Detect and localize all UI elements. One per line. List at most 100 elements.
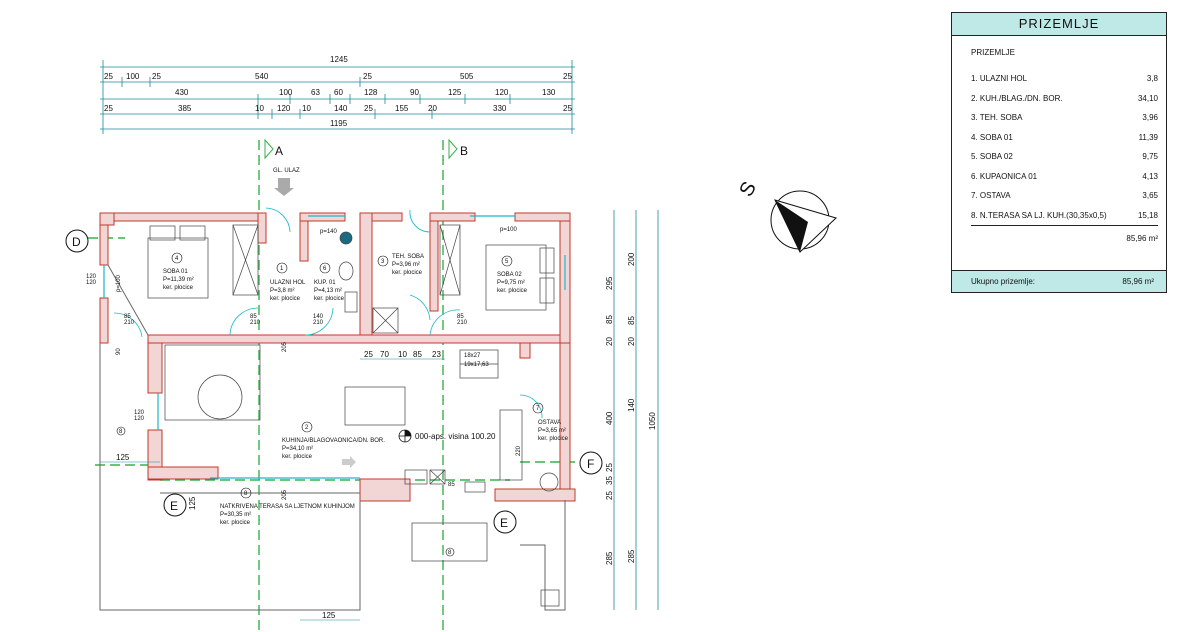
svg-text:210: 210 — [313, 320, 324, 326]
furniture — [147, 224, 560, 607]
svg-text:4: 4 — [175, 256, 179, 262]
svg-text:120: 120 — [134, 416, 145, 422]
dim-right-2: 85 — [605, 315, 614, 324]
room-teh-soba: 3 TEH. SOBA P=3,96 m² ker. plocice — [377, 254, 424, 276]
dim-right-1: 20 — [605, 337, 614, 346]
svg-text:120: 120 — [86, 274, 97, 280]
axis-d: D — [72, 235, 81, 249]
dim-r3-3: 120 — [277, 104, 291, 113]
room-soba-02: 5 SOBA 02 P=9,75 m² ker. plocice — [497, 255, 528, 294]
svg-text:8: 8 — [244, 491, 248, 497]
svg-text:P=4,13 m²: P=4,13 m² — [314, 288, 342, 294]
dim-right-8: 285 — [605, 551, 614, 565]
room-ostava: 7 OSTAVA P=3,65 m² ker. plocice — [532, 402, 569, 442]
svg-text:7: 7 — [536, 406, 540, 412]
dim-r2-0: 430 — [175, 88, 189, 97]
svg-text:P=3,65 m²: P=3,65 m² — [538, 428, 566, 434]
windows — [103, 215, 566, 479]
svg-text:85: 85 — [250, 314, 257, 320]
svg-text:10: 10 — [398, 350, 407, 359]
dim-right-7: 25 — [605, 463, 614, 472]
svg-text:210: 210 — [457, 320, 468, 326]
top-dimension-texts: 1245 25 100 25 540 25 505 25 430 100 63 … — [104, 55, 572, 128]
room-soba-01: 4 SOBA 01 P=11,39 m² ker. plocice — [163, 252, 194, 291]
svg-text:p=100: p=100 — [116, 274, 122, 292]
dim-r2-5: 90 — [410, 88, 419, 97]
legend-row: 2. KUH./BLAG./DN. BOR.34,10 — [971, 93, 1158, 103]
svg-text:85: 85 — [124, 314, 131, 320]
svg-text:ker. plocice: ker. plocice — [282, 454, 313, 460]
svg-text:210: 210 — [250, 320, 261, 326]
dim-right-4: 400 — [605, 411, 614, 425]
svg-text:8: 8 — [448, 550, 452, 556]
svg-text:P=30,35 m²: P=30,35 m² — [220, 512, 251, 518]
axis-f: F — [587, 457, 594, 471]
dim-r1-0: 25 — [104, 72, 113, 81]
svg-text:23: 23 — [432, 350, 441, 359]
dim-r2-7: 120 — [495, 88, 509, 97]
svg-text:220: 220 — [516, 445, 522, 456]
dim-r3-10: 25 — [563, 104, 572, 113]
compass-label: S — [735, 178, 761, 201]
dim-overall2: 1195 — [330, 119, 348, 128]
legend-sum-value: 85,96 — [1126, 234, 1147, 243]
dim-right-5: 25 — [605, 491, 614, 500]
dim-right-6: 35 — [605, 476, 614, 485]
dim-r3-8: 20 — [428, 104, 437, 113]
dim-r2-1: 100 — [279, 88, 293, 97]
svg-text:p=100: p=100 — [500, 227, 518, 233]
legend-total: Ukupno prizemlje: 85,96 m² — [952, 270, 1166, 292]
room-ulazni-hol: 1 ULAZNI HOL P=3,8 m² ker. plocice — [270, 262, 306, 302]
dim-right-outer: 1050 — [648, 412, 657, 430]
svg-text:18x27: 18x27 — [464, 353, 481, 359]
svg-text:8: 8 — [119, 429, 123, 435]
dim-r1-6: 25 — [563, 72, 572, 81]
svg-text:KUHINJA/BLAGOVAONICA/DN. BOR.: KUHINJA/BLAGOVAONICA/DN. BOR. — [282, 438, 385, 444]
svg-text:SOBA 01: SOBA 01 — [163, 269, 188, 275]
doors — [113, 207, 543, 419]
dim-r2-6: 125 — [448, 88, 462, 97]
legend-subtitle: PRIZEMLJE — [971, 48, 1016, 57]
terrace-outline — [99, 264, 566, 611]
dim-r2-3: 60 — [334, 88, 343, 97]
svg-text:SOBA 02: SOBA 02 — [497, 272, 522, 278]
legend-title: PRIZEMLJE — [952, 13, 1166, 36]
dim-r1-1: 100 — [126, 72, 140, 81]
svg-text:ker. plocice: ker. plocice — [220, 520, 251, 526]
svg-text:6: 6 — [323, 266, 327, 272]
right-dimension-texts: 1050 295 20 85 20 400 25 35 25 285 200 8… — [605, 252, 657, 565]
svg-text:19x17,63: 19x17,63 — [464, 362, 489, 368]
axis-e-left: E — [170, 499, 178, 513]
dim-right-s3: 285 — [627, 549, 636, 563]
axis-marks: A B D E E F — [65, 138, 603, 534]
svg-text:140: 140 — [313, 314, 324, 320]
svg-text:NATKRIVENA TERASA SA LJETNOM K: NATKRIVENA TERASA SA LJETNOM KUHINJOM — [220, 504, 355, 510]
svg-text:ker. plocice: ker. plocice — [538, 436, 569, 442]
legend-row: 8. N.TERASA SA LJ. KUH.(30,35x0,5)15,18 — [971, 210, 1158, 220]
inner-dims: 25 70 10 85 23 125 125 125 — [100, 350, 445, 621]
svg-text:120: 120 — [86, 280, 97, 286]
svg-text:120: 120 — [134, 410, 145, 416]
floor-plan-drawing: 1245 25 100 25 540 25 505 25 430 100 63 … — [65, 55, 837, 632]
dim-r3-9: 330 — [493, 104, 507, 113]
axis-e-right: E — [500, 516, 508, 530]
dim-r3-5: 140 — [334, 104, 348, 113]
svg-text:5: 5 — [505, 259, 509, 265]
svg-text:ker. plocice: ker. plocice — [497, 288, 528, 294]
dim-r3-0: 25 — [104, 104, 113, 113]
level-label: 000-aps. visina 100.20 — [415, 432, 496, 441]
svg-text:25: 25 — [364, 350, 373, 359]
svg-text:OSTAVA: OSTAVA — [538, 420, 561, 426]
svg-text:KUP. 01: KUP. 01 — [314, 280, 336, 286]
svg-text:85: 85 — [413, 350, 422, 359]
legend-sum: 85,96 m² — [971, 225, 1158, 248]
svg-text:TEH. SOBA: TEH. SOBA — [392, 254, 424, 260]
room-kupaonica: 6 KUP. 01 P=4,13 m² ker. plocice — [314, 262, 345, 302]
dim-r2-2: 63 — [311, 88, 320, 97]
axis-a: A — [275, 144, 283, 158]
svg-text:P=3,8 m²: P=3,8 m² — [270, 288, 295, 294]
